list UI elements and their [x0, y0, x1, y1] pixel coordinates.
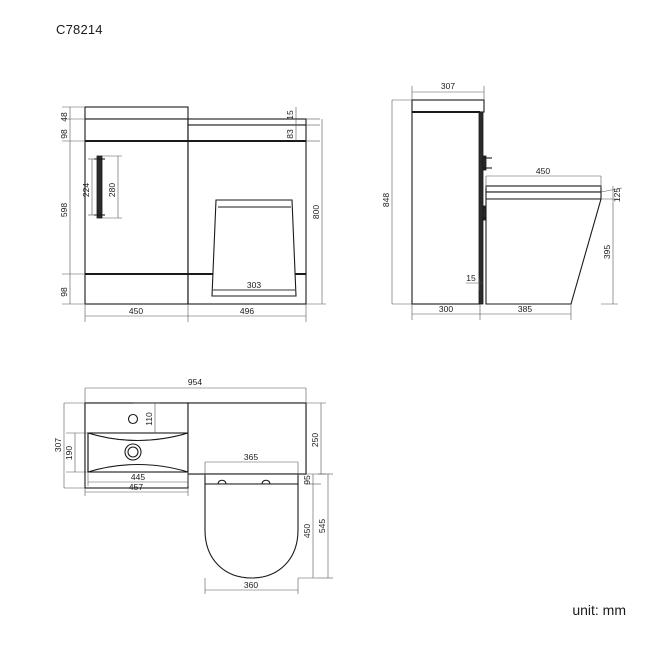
dim-plan-wc-total-depth: 545 [317, 519, 327, 533]
dim-plan-counter-depth: 307 [53, 438, 63, 452]
dim-side-pan-height: 395 [602, 245, 612, 259]
dim-front-counter-top-thickness: 48 [59, 112, 69, 122]
dim-front-vanity-width: 450 [129, 306, 143, 316]
front-dimensions: 48 98 598 98 224 280 15 83 800 [59, 106, 326, 322]
dim-side-cabinet-base-depth: 300 [439, 304, 453, 314]
dim-plan-wc-counter-depth: 250 [310, 433, 320, 447]
dim-front-overall-height: 800 [311, 205, 321, 219]
dim-front-pan-base-width: 303 [247, 280, 261, 290]
dim-side-pan-base-depth: 385 [518, 304, 532, 314]
dim-plan-seat-width: 360 [244, 580, 258, 590]
side-dimensions: 307 848 450 125 395 15 [381, 81, 623, 320]
dim-plan-tap-hole-setback: 110 [144, 412, 154, 426]
dim-front-wc-top-lip: 15 [285, 110, 295, 120]
plan-geometry [84, 402, 307, 579]
dim-front-cabinet-body-height: 598 [59, 203, 69, 217]
dim-side-seat-thickness: 125 [612, 188, 622, 202]
dim-plan-basin-width: 457 [129, 482, 143, 492]
dim-plan-basin-depth: 190 [64, 446, 74, 460]
plan-dimensions: 954 307 190 110 250 445 [53, 377, 333, 594]
dim-front-plinth-height: 98 [59, 287, 69, 297]
side-geometry [411, 99, 602, 305]
dim-front-handle-fixing-centres: 224 [81, 183, 91, 197]
dim-side-pan-projection: 450 [536, 166, 550, 176]
dim-plan-seat-length: 450 [302, 524, 312, 538]
page-title: C78214 [56, 22, 103, 37]
dim-plan-seat-offset: 95 [302, 475, 312, 485]
dim-plan-basin-bowl-width: 445 [131, 472, 145, 482]
dim-front-upper-band: 98 [59, 129, 69, 139]
dim-plan-overall-width: 954 [188, 377, 202, 387]
dim-side-overall-height: 848 [381, 193, 391, 207]
dim-front-wc-unit-width: 496 [240, 306, 254, 316]
unit-note: unit: mm [572, 602, 626, 618]
dim-side-plinth-recess: 15 [466, 273, 476, 283]
dim-front-wc-counter-band: 83 [285, 129, 295, 139]
dim-plan-cistern-width: 365 [244, 452, 258, 462]
dim-front-handle-length: 280 [107, 183, 117, 197]
front-geometry [84, 106, 307, 305]
dim-side-cabinet-depth: 307 [441, 81, 455, 91]
